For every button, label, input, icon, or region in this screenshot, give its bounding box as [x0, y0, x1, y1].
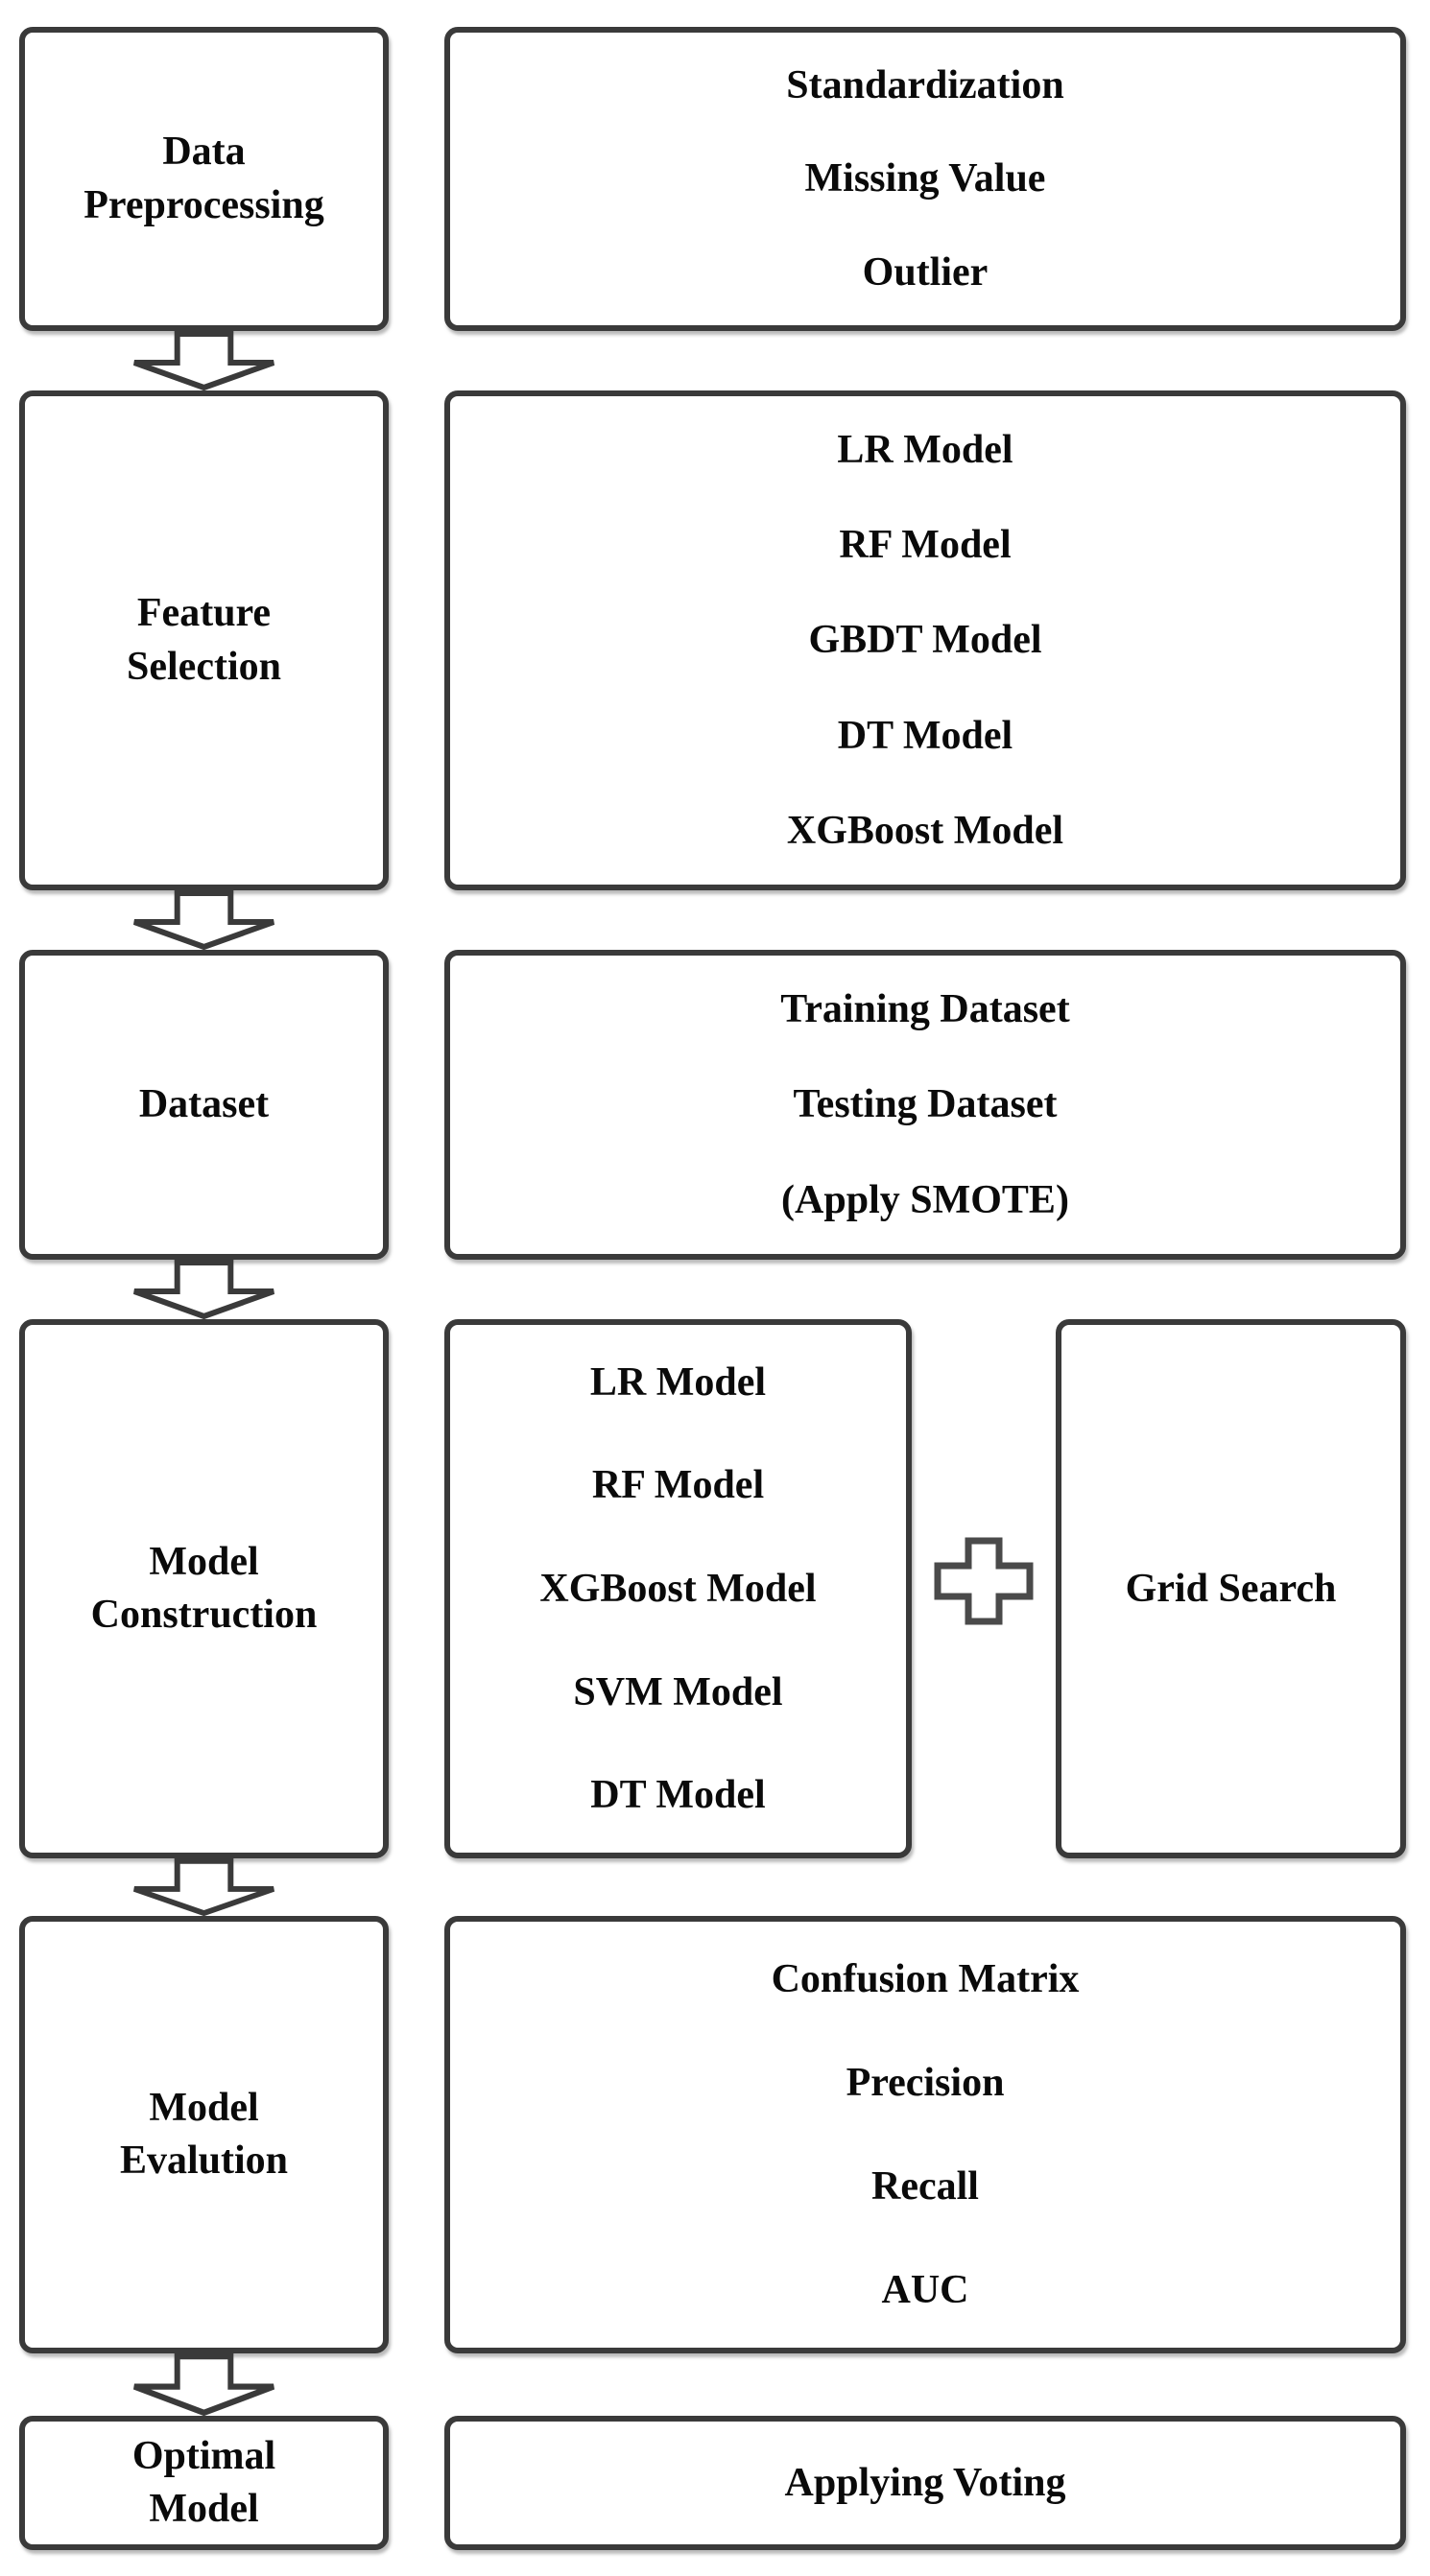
flow-down-arrow-icon [129, 1858, 279, 1916]
detail-item: Recall [871, 2164, 979, 2209]
detail-item: Confusion Matrix [771, 1957, 1080, 2001]
detail-item: Missing Value [804, 156, 1046, 201]
detail-box-voting: Applying Voting [444, 2416, 1406, 2550]
detail-box-construction-models: LR Model RF Model XGBoost Model SVM Mode… [444, 1319, 912, 1858]
detail-item: DT Model [590, 1773, 766, 1818]
detail-item: (Apply SMOTE) [781, 1178, 1069, 1223]
stage-label-line: Optimal [131, 2433, 276, 2478]
detail-item: XGBoost Model [539, 1566, 817, 1611]
detail-item: DT Model [837, 713, 1013, 758]
stage-box-optimal-model: Optimal Model [19, 2416, 389, 2550]
detail-box-dataset: Training Dataset Testing Dataset (Apply … [444, 950, 1406, 1260]
detail-item: GBDT Model [808, 618, 1042, 663]
stage-label-line: Model [149, 2085, 259, 2130]
detail-item: RF Model [591, 1463, 765, 1508]
stage-label: Feature Selection [127, 587, 281, 694]
stage-label: Data Preprocessing [83, 126, 323, 232]
detail-box-evaluation: Confusion Matrix Precision Recall AUC [444, 1916, 1406, 2353]
grid-search-label: Grid Search [1125, 1567, 1337, 1611]
flow-down-arrow-icon [129, 1260, 279, 1319]
detail-item: AUC [881, 2268, 969, 2312]
detail-box-feature-selection: LR Model RF Model GBDT Model DT Model XG… [444, 390, 1406, 890]
stage-box-feature-selection: Feature Selection [19, 390, 389, 890]
stage-label-line: Construction [90, 1593, 318, 1637]
stage-label: Model Evalution [120, 2082, 288, 2188]
stage-label-line: Model [149, 2487, 259, 2531]
detail-item: XGBoost Model [786, 809, 1064, 854]
grid-search-box: Grid Search [1056, 1319, 1406, 1858]
flow-down-arrow-icon [129, 331, 279, 390]
stage-label: Model Construction [91, 1536, 318, 1642]
detail-item: Precision [846, 2061, 1005, 2105]
stage-label-line: Preprocessing [83, 182, 324, 227]
flow-down-arrow-icon [129, 2353, 279, 2416]
stage-label-line: Selection [127, 644, 281, 689]
detail-item: LR Model [837, 427, 1013, 472]
stage-label-line: Feature [136, 591, 272, 636]
detail-item: SVM Model [573, 1669, 783, 1714]
flow-down-arrow-icon [129, 890, 279, 950]
stage-box-model-evalution: Model Evalution [19, 1916, 389, 2353]
stage-box-model-construction: Model Construction [19, 1319, 389, 1858]
stage-label-line: Evalution [119, 2139, 289, 2183]
detail-item: Training Dataset [780, 986, 1070, 1031]
stage-label-line: Dataset [138, 1081, 270, 1126]
detail-item: LR Model [589, 1359, 767, 1405]
stage-label-line: Model [149, 1539, 259, 1584]
plus-icon [934, 1537, 1034, 1625]
stage-label-line: Data [162, 130, 246, 175]
detail-item: Standardization [786, 62, 1064, 107]
stage-box-dataset: Dataset [19, 950, 389, 1260]
stage-label: Optimal Model [132, 2430, 275, 2537]
detail-item: Testing Dataset [793, 1082, 1058, 1127]
detail-item: Outlier [862, 250, 989, 295]
detail-item: Applying Voting [784, 2461, 1066, 2505]
stage-label: Dataset [139, 1078, 269, 1131]
detail-item: RF Model [839, 523, 1012, 568]
stage-box-data-preprocessing: Data Preprocessing [19, 27, 389, 331]
detail-box-preprocessing: Standardization Missing Value Outlier [444, 27, 1406, 331]
